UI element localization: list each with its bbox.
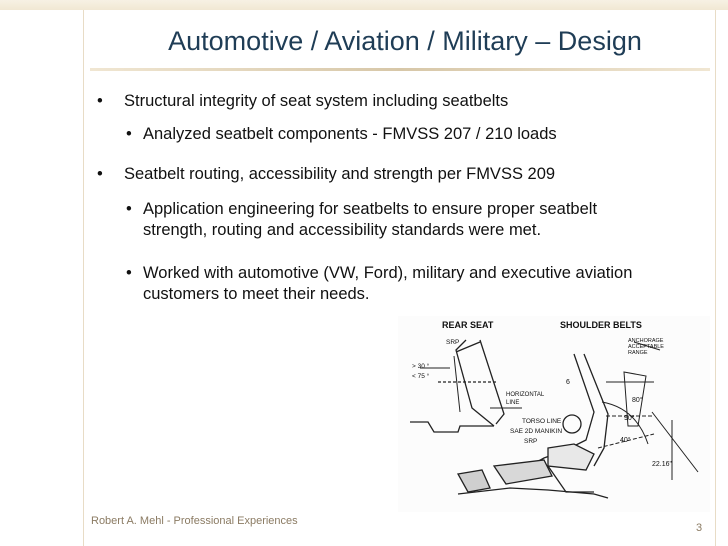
bullet-dot: • [97,92,103,110]
label-horizontal: HORIZONTAL [506,392,545,398]
bullet-text-line-2: strength, routing and accessibility stan… [143,221,542,239]
bullet-text: Analyzed seatbelt components - FMVSS 207… [143,125,557,143]
title-underline [90,68,710,71]
label-horizontal-line: LINE [506,400,519,406]
seatbelt-diagram: REAR SEAT SHOULDER BELTS ANCHORAGE ACCEP… [398,316,710,512]
top-banner [0,0,728,10]
label-range: RANGE [628,350,648,356]
label-anchorage: ANCHORAGE [628,338,664,344]
label-dim-2216: 22.16" [652,461,673,468]
bullet-text-line-1: Worked with automotive (VW, Ford), milit… [143,264,633,282]
label-manikin: SAE 2D MANIKIN [510,428,562,435]
bullet-dot: • [126,200,132,218]
bullet-seatbelt-routing: • Seatbelt routing, accessibility and st… [97,164,556,185]
bullet-structural-integrity: • Structural integrity of seat system in… [97,91,509,112]
bullet-text: Structural integrity of seat system incl… [124,92,509,110]
bullet-text-line-2: customers to meet their needs. [143,285,370,303]
label-rear-seat: REAR SEAT [442,320,494,330]
label-angle-90: 90° [624,414,635,422]
bullet-dot: • [126,125,132,143]
label-shoulder-belts: SHOULDER BELTS [560,320,642,330]
subbullet-application-engineering: • Application engineering for seatbelts … [126,199,598,241]
page-number: 3 [696,522,703,534]
bullet-dot: • [97,165,103,183]
left-margin-rule [83,10,84,546]
bullet-text-line-1: Application engineering for seatbelts to… [143,200,598,218]
bullet-text: Seatbelt routing, accessibility and stre… [124,165,556,183]
label-angle-max: < 75 ° [412,372,430,380]
manikin-sketch [456,341,699,499]
slide-title: Automotive / Aviation / Military – Desig… [168,26,642,56]
rear-seat-sketch [410,339,522,433]
slide-footer: Robert A. Mehl - Professional Experience… [91,515,298,527]
label-dim-6: 6 [566,379,570,386]
label-srp: SRP [446,339,459,346]
subbullet-customers: • Worked with automotive (VW, Ford), mil… [126,263,633,305]
right-margin-rule [715,10,716,546]
label-angle-40: 40° [620,436,631,444]
label-angle-min: > 30 ° [412,362,430,370]
label-acceptable: ACCEPTABLE [628,344,664,350]
label-srp-2: SRP [524,438,537,445]
label-angle-80: 80° [632,396,643,404]
bullet-dot: • [126,264,132,282]
subbullet-seatbelt-components: • Analyzed seatbelt components - FMVSS 2… [126,124,557,145]
label-torso-line: TORSO LINE [522,418,562,425]
